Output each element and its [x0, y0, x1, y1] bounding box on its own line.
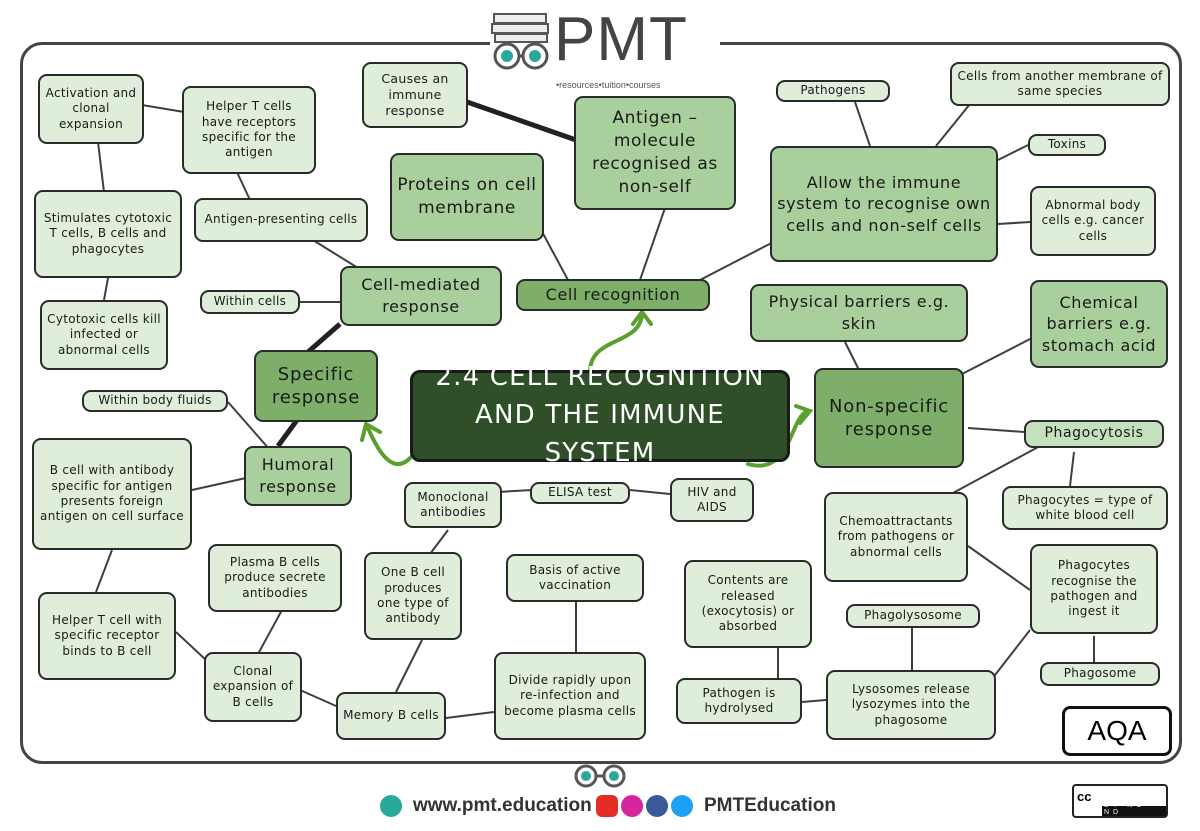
phagolysosome-node: Phagolysosome	[846, 604, 980, 628]
glasses-icon	[574, 764, 626, 788]
activation-node: Activation and clonal expansion	[38, 74, 144, 144]
antigen-node: Antigen – molecule recognised as non-sel…	[574, 96, 736, 210]
cytotoxic-node: Cytotoxic cells kill infected or abnorma…	[40, 300, 168, 370]
chemoattractants-node: Chemoattractants from pathogens or abnor…	[824, 492, 968, 582]
elisa-node: ELISA test	[530, 482, 630, 504]
toxins-node: Toxins	[1028, 134, 1106, 156]
apc-node: Antigen-presenting cells	[194, 198, 368, 242]
aqa-badge: AQA	[1062, 706, 1172, 756]
allow-immune-node: Allow the immune system to recognise own…	[770, 146, 998, 262]
cc-icon: cc	[1077, 789, 1092, 804]
physical-barriers-node: Physical barriers e.g. skin	[750, 284, 968, 342]
lysosomes-node: Lysosomes release lysozymes into the pha…	[826, 670, 996, 740]
website-link[interactable]: www.pmt.education	[380, 795, 592, 817]
chemical-barriers-node: Chemical barriers e.g. stomach acid	[1030, 280, 1168, 368]
clonal-expansion-node: Clonal expansion of B cells	[204, 652, 302, 722]
phagosome-node: Phagosome	[1040, 662, 1160, 686]
license-text: BY NC ND	[1104, 802, 1146, 816]
within-fluids-node: Within body fluids	[82, 390, 228, 412]
cells-another-node: Cells from another membrane of same spec…	[950, 62, 1170, 106]
helper-t-node: Helper T cells have receptors specific f…	[182, 86, 316, 174]
recognise-ingest-node: Phagocytes recognise the pathogen and in…	[1030, 544, 1158, 634]
phagocytosis-node: Phagocytosis	[1024, 420, 1164, 448]
central-line-2: AND THE IMMUNE SYSTEM	[475, 400, 725, 468]
vaccination-node: Basis of active vaccination	[506, 554, 644, 602]
social-handle: PMTEducation	[704, 795, 836, 816]
proteins-node: Proteins on cell membrane	[390, 153, 544, 241]
instagram-icon[interactable]	[621, 795, 643, 817]
logo-tagline: •resources•tuition•courses	[556, 80, 661, 90]
hiv-aids-node: HIV and AIDS	[670, 478, 754, 522]
within-cells-node: Within cells	[200, 290, 300, 314]
website-text: www.pmt.education	[413, 795, 592, 816]
creative-commons-badge: cc BY NC ND	[1072, 784, 1168, 818]
non-specific-node: Non-specific response	[814, 368, 964, 468]
plasma-b-node: Plasma B cells produce secrete antibodie…	[208, 544, 342, 612]
cursor-icon	[380, 795, 402, 817]
divide-rapidly-node: Divide rapidly upon re-infection and bec…	[494, 652, 646, 740]
central-topic: 2.4 CELL RECOGNITION AND THE IMMUNE SYST…	[410, 362, 790, 468]
abnormal-cells-node: Abnormal body cells e.g. cancer cells	[1030, 186, 1156, 256]
hydrolysed-node: Pathogen is hydrolysed	[676, 678, 802, 724]
books-glasses-icon	[491, 13, 549, 70]
cell-recognition-node: Cell recognition	[516, 279, 710, 311]
pathogens-node: Pathogens	[776, 80, 890, 102]
monoclonal-node: Monoclonal antibodies	[404, 482, 502, 528]
b-cell-node: B cell with antibody specific for antige…	[32, 438, 192, 550]
facebook-icon[interactable]	[646, 795, 668, 817]
twitter-icon[interactable]	[671, 795, 693, 817]
cell-mediated-node: Cell-mediated response	[340, 266, 502, 326]
specific-response-node: Specific response	[254, 350, 378, 422]
one-b-cell-node: One B cell produces one type of antibody	[364, 552, 462, 640]
youtube-icon[interactable]	[596, 795, 618, 817]
pmt-logo: PMT •resources•tuition•courses	[490, 5, 720, 94]
humoral-node: Humoral response	[244, 446, 352, 506]
causes-immune-node: Causes an immune response	[362, 62, 468, 128]
central-line-1: 2.4 CELL RECOGNITION	[435, 362, 765, 393]
logo-text: PMT	[554, 5, 688, 74]
helper-binds-node: Helper T cell with specific receptor bin…	[38, 592, 176, 680]
stimulates-node: Stimulates cytotoxic T cells, B cells an…	[34, 190, 182, 278]
phagocytes-type-node: Phagocytes = type of white blood cell	[1002, 486, 1168, 530]
social-links[interactable]: PMTEducation	[596, 795, 836, 817]
memory-b-node: Memory B cells	[336, 692, 446, 740]
contents-released-node: Contents are released (exocytosis) or ab…	[684, 560, 812, 648]
